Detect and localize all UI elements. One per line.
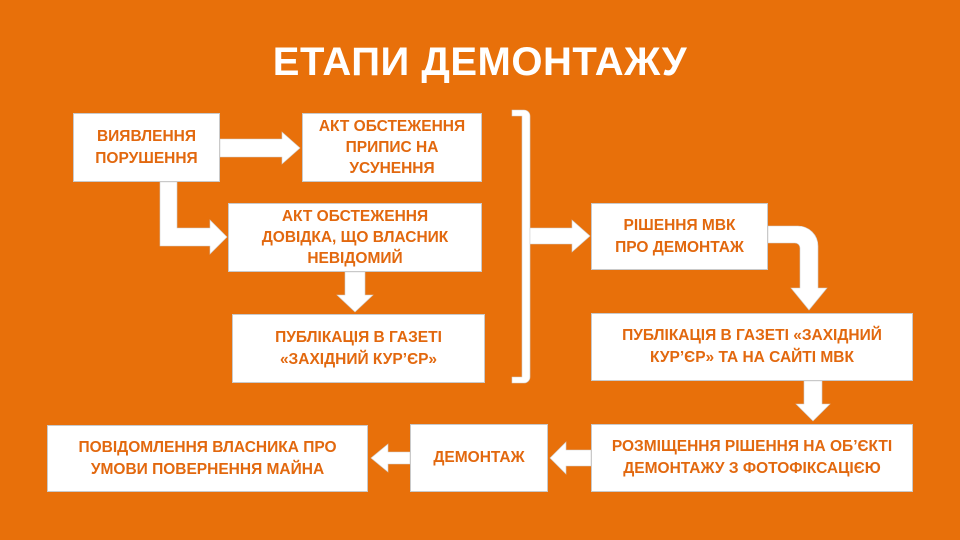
bracket [511,109,531,384]
arrow-right [219,131,301,165]
page-title: ЕТАПИ ДЕМОНТАЖУ [272,40,688,84]
box-publication-site: ПУБЛІКАЦІЯ В ГАЗЕТІ «ЗАХІДНИЙ КУР’ЄР» ТА… [591,313,913,381]
arrow-left [549,441,592,475]
arrow-curved [767,225,828,311]
box-act-order: АКТ ОБСТЕЖЕННЯ ПРИПИС НА УСУНЕННЯ [302,113,482,182]
box-detect-violation: ВИЯВЛЕННЯ ПОРУШЕННЯ [73,113,220,182]
arrow-elbow [159,181,228,255]
box-dismantling: ДЕМОНТАЖ [410,424,548,492]
box-publication-newspaper: ПУБЛІКАЦІЯ В ГАЗЕТІ «ЗАХІДНИЙ КУР’ЄР» [232,314,485,383]
box-decision: РІШЕННЯ МВК ПРО ДЕМОНТАЖ [591,203,768,270]
arrow-left [370,443,411,473]
arrow-down [795,380,831,422]
arrow-down [336,271,374,313]
box-notification: ПОВІДОМЛЕННЯ ВЛАСНИКА ПРО УМОВИ ПОВЕРНЕН… [47,425,368,492]
arrow-right [529,219,591,253]
box-placement: РОЗМІЩЕННЯ РІШЕННЯ НА ОБ’ЄКТІ ДЕМОНТАЖУ … [591,424,913,492]
box-act-owner-unknown: АКТ ОБСТЕЖЕННЯ ДОВІДКА, ЩО ВЛАСНИК НЕВІД… [228,203,482,272]
